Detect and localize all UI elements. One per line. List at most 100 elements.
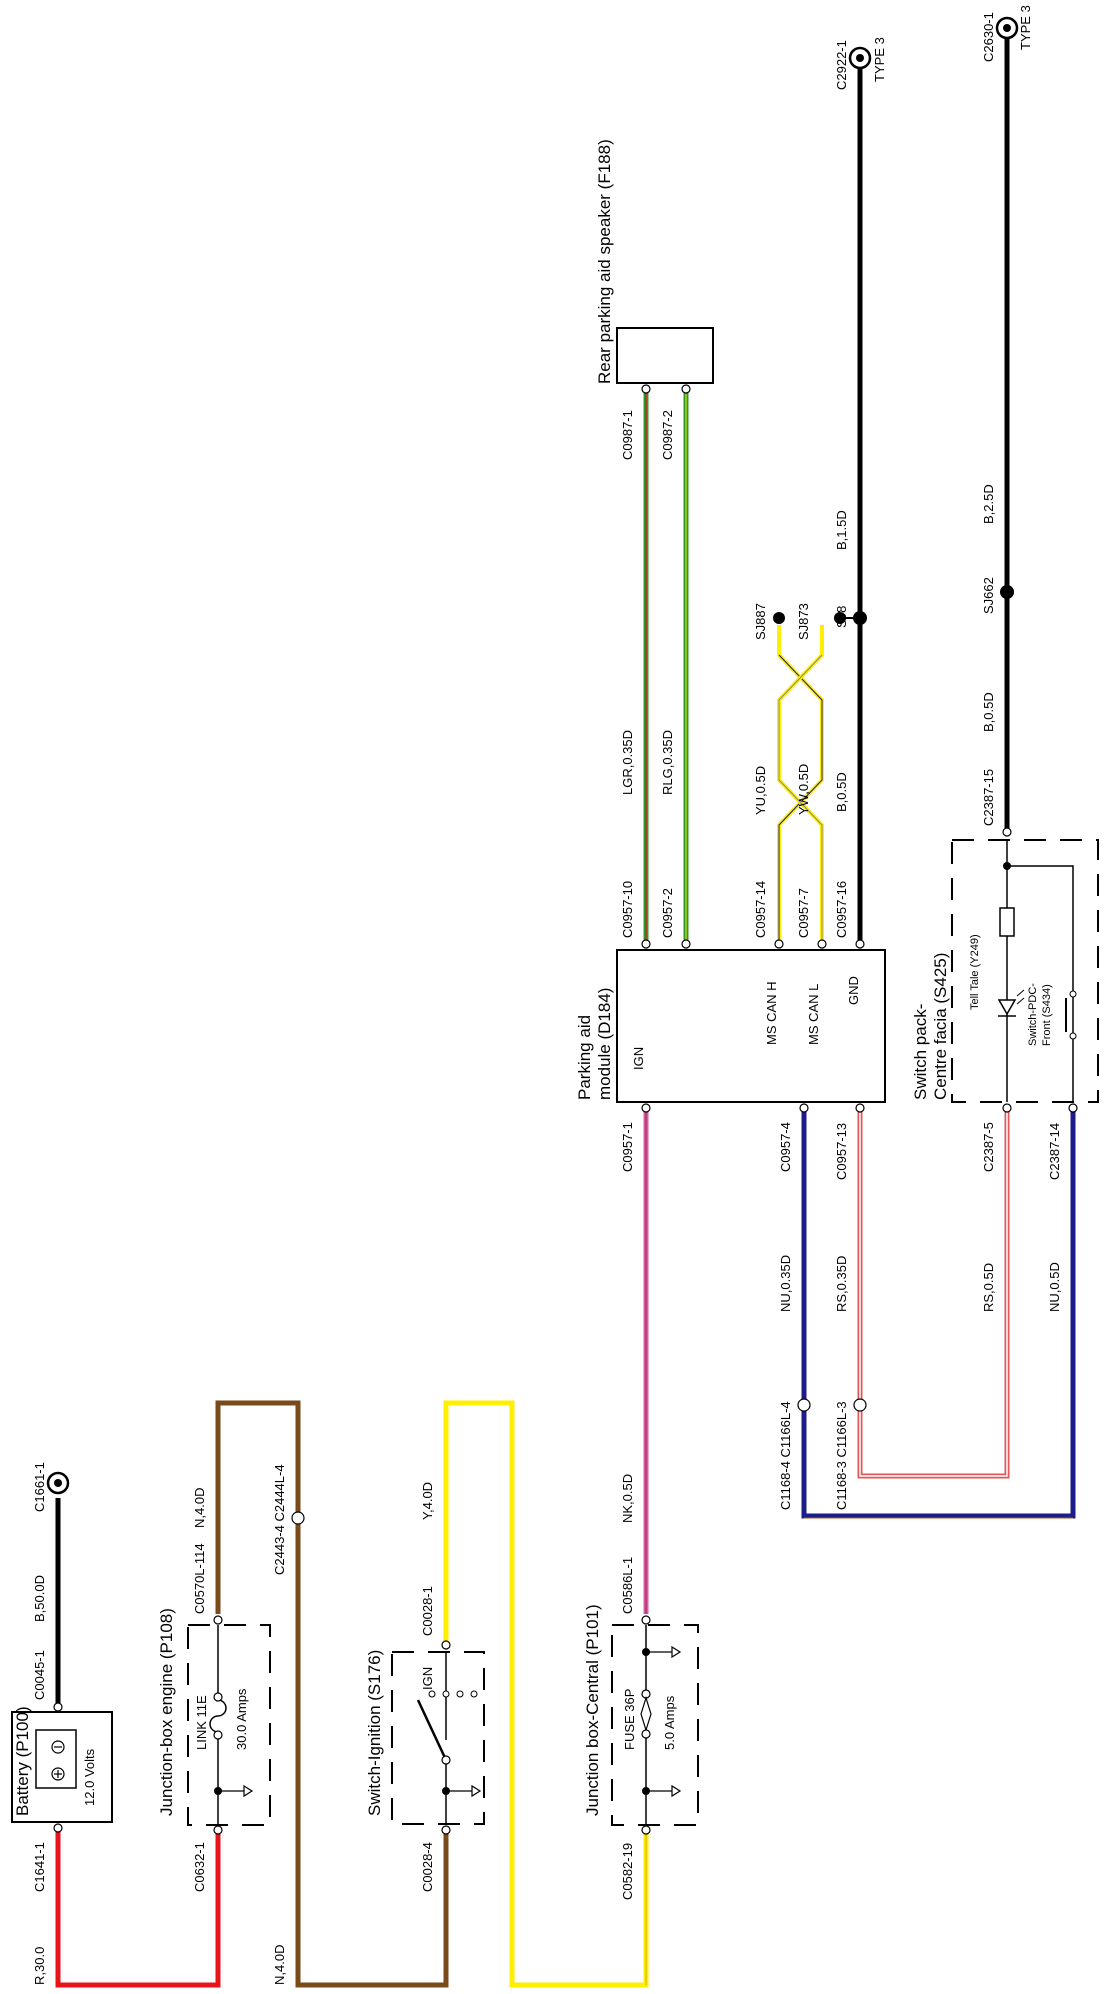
conn-c0570l-114: C0570L-114 bbox=[192, 1543, 207, 1614]
fuse-36p-label: FUSE 36P bbox=[622, 1689, 637, 1750]
splice-sj887 bbox=[773, 612, 785, 624]
conn-c0586l-1: C0586L-1 bbox=[620, 1557, 635, 1614]
switch-pack-title-1: Switch pack- bbox=[911, 1004, 930, 1100]
splice-sj8 bbox=[853, 611, 867, 625]
switch-ign-box bbox=[391, 1651, 485, 1825]
splice-sj887-label: SJ887 bbox=[753, 603, 768, 640]
ign-position: IGN bbox=[420, 1667, 435, 1690]
conn-c0957-10: C0957-10 bbox=[620, 881, 635, 938]
wire-red-r30 bbox=[55, 1832, 221, 1988]
jb-engine-rating: 30.0 Amps bbox=[234, 1688, 249, 1750]
conn-c2630-type3: TYPE 3 bbox=[1018, 5, 1033, 50]
conn-c0632-1: C0632-1 bbox=[192, 1842, 207, 1892]
jb-engine-title: Junction-box engine (P108) bbox=[157, 1608, 176, 1816]
conn-c0957-2: C0957-2 bbox=[660, 888, 675, 938]
wire-label-lgr035: LGR,0.35D bbox=[620, 730, 635, 795]
wire-brown-n40-lower bbox=[295, 1522, 449, 1988]
conn-c2387-5: C2387-5 bbox=[981, 1122, 996, 1172]
pam-title-2: module (D184) bbox=[595, 988, 614, 1100]
conn-c1168-4: C1168-4 C1166L-4 bbox=[778, 1401, 793, 1510]
switch-pack-box bbox=[951, 839, 1099, 1103]
conn-c0957-14: C0957-14 bbox=[753, 881, 768, 938]
wire-label-b25: B,2.5D bbox=[981, 484, 996, 524]
pam-title-1: Parking aid bbox=[575, 1015, 594, 1100]
wire-label-yu05: YU,0.5D bbox=[753, 766, 768, 815]
conn-c0582-19: C0582-19 bbox=[620, 1843, 635, 1900]
pam-mscanh-pin: MS CAN H bbox=[764, 981, 779, 1045]
wire-label-nk05: NK,0.5D bbox=[620, 1474, 635, 1523]
wire-label-rs035: RS,0.35D bbox=[834, 1256, 849, 1312]
conn-c2922-type3: TYPE 3 bbox=[872, 37, 887, 82]
conn-c0957-13: C0957-13 bbox=[834, 1123, 849, 1180]
splice-sj662-label: SJ662 bbox=[981, 577, 996, 614]
wire-yu05-stripe bbox=[778, 654, 823, 940]
wire-rs05-core bbox=[859, 1108, 1008, 1477]
ignition-switch bbox=[416, 1652, 482, 1825]
splice-sj873-label: SJ873 bbox=[796, 603, 811, 640]
wire-yw05-stripe bbox=[778, 654, 823, 940]
speaker-title: Rear parking aid speaker (F188) bbox=[595, 139, 614, 384]
wire-label-b50: B,50.0D bbox=[32, 1575, 47, 1622]
conn-c2443-4: C2443-4 C2444L-4 bbox=[272, 1464, 287, 1575]
parking-aid-module bbox=[616, 949, 886, 1103]
conn-c0987-2: C0987-2 bbox=[660, 410, 675, 460]
conn-c0028-4: C0028-4 bbox=[420, 1842, 435, 1892]
conn-c0957-16: C0957-16 bbox=[834, 881, 849, 938]
conn-c0987-1: C0987-1 bbox=[620, 410, 635, 460]
link-11e-label: LINK 11E bbox=[194, 1695, 209, 1750]
switch-pack-internals bbox=[997, 840, 1077, 1102]
jb-central-title: Junction box-Central (P101) bbox=[583, 1604, 602, 1816]
wire-label-b05b: B,0.5D bbox=[981, 692, 996, 732]
terminal-c2922 bbox=[848, 46, 872, 70]
terminal-c1661 bbox=[46, 1471, 70, 1495]
battery-rating: 12.0 Volts bbox=[82, 1748, 97, 1806]
conn-c0045-1: C0045-1 bbox=[32, 1650, 47, 1700]
battery-component bbox=[11, 1711, 113, 1823]
wire-label-nu05: NU,0.5D bbox=[1047, 1262, 1062, 1312]
switch-ign-title: Switch-Ignition (S176) bbox=[365, 1650, 384, 1816]
conn-c2387-14: C2387-14 bbox=[1047, 1123, 1062, 1180]
splice-sj873 bbox=[834, 612, 846, 624]
switch-pdc-label-2: Front (S434) bbox=[1041, 984, 1053, 1046]
switch-pdc-label-1: Switch-PDC- bbox=[1027, 983, 1039, 1046]
jb-engine-box bbox=[187, 1624, 271, 1826]
conn-c0957-1: C0957-1 bbox=[620, 1122, 635, 1172]
fuse-36p bbox=[640, 1625, 682, 1825]
jb-central-rating: 5.0 Amps bbox=[662, 1695, 677, 1750]
conn-c2922-1: C2922-1 bbox=[834, 40, 849, 90]
wire-label-rs05: RS,0.5D bbox=[981, 1263, 996, 1312]
rear-speaker bbox=[616, 327, 714, 384]
switch-pack-title-2: Centre facia (S425) bbox=[931, 953, 950, 1100]
pam-mscanl-pin: MS CAN L bbox=[806, 984, 821, 1045]
wire-brown-n40-upper bbox=[215, 1400, 301, 1614]
conn-c1168-3: C1168-3 C1166L-3 bbox=[834, 1401, 849, 1510]
telltale-label: Tell Tale (Y249) bbox=[969, 934, 981, 1010]
conn-c1661-1: C1661-1 bbox=[32, 1462, 47, 1512]
wire-label-b15: B,1.5D bbox=[834, 510, 849, 550]
splice-sj8-label: SJ8 bbox=[834, 606, 849, 628]
conn-c0957-4: C0957-4 bbox=[778, 1122, 793, 1172]
wire-label-nu035: NU,0.35D bbox=[778, 1255, 793, 1312]
conn-c0957-7: C0957-7 bbox=[796, 888, 811, 938]
splice-sj662 bbox=[1000, 585, 1014, 599]
wire-label-n40b: N,4.0D bbox=[272, 1945, 287, 1985]
wire-label-n40a: N,4.0D bbox=[192, 1488, 207, 1528]
wire-navy-nu05 bbox=[801, 1108, 1076, 1519]
wire-label-rlg035: RLG,0.35D bbox=[660, 730, 675, 795]
wire-label-r30: R,30.0 bbox=[32, 1947, 47, 1985]
pam-gnd-pin: GND bbox=[846, 976, 861, 1005]
link-11e-fuse bbox=[209, 1625, 254, 1825]
pam-ign-pin: IGN bbox=[631, 1047, 646, 1070]
connector-pins bbox=[53, 384, 1078, 1835]
wire-label-b05a: B,0.5D bbox=[834, 772, 849, 812]
conn-c2387-15: C2387-15 bbox=[981, 769, 996, 826]
battery-title: Battery (P100) bbox=[13, 1706, 32, 1816]
terminal-c2630 bbox=[995, 16, 1019, 40]
wire-label-y40: Y,4.0D bbox=[420, 1482, 435, 1520]
conn-c2630-1: C2630-1 bbox=[981, 12, 996, 62]
conn-c0028-1: C0028-1 bbox=[420, 1586, 435, 1636]
jb-central-box bbox=[611, 1624, 699, 1826]
conn-c1641-1: C1641-1 bbox=[32, 1842, 47, 1892]
wire-label-yw05: YW,0.5D bbox=[796, 764, 811, 815]
